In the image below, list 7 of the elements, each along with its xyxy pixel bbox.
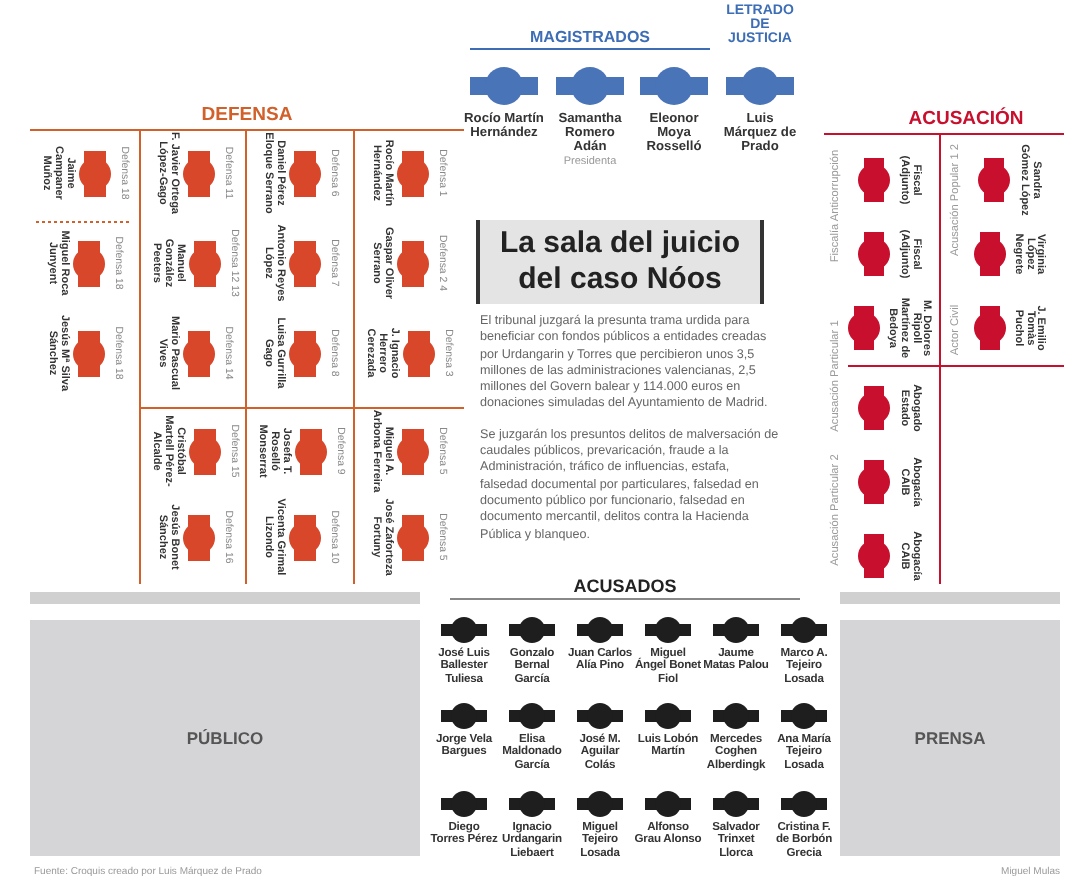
section-heading: ACUSACIÓN	[906, 108, 1026, 130]
seating-area: PRENSA	[840, 620, 1060, 856]
section-heading: DEFENSA	[199, 104, 295, 126]
section-heading: MAGISTRADOS	[470, 28, 710, 50]
section-heading: ACUSADOS	[450, 576, 800, 600]
title: La sala del juicio del caso Nóos	[476, 220, 764, 304]
seating-area: PÚBLICO	[30, 620, 420, 856]
